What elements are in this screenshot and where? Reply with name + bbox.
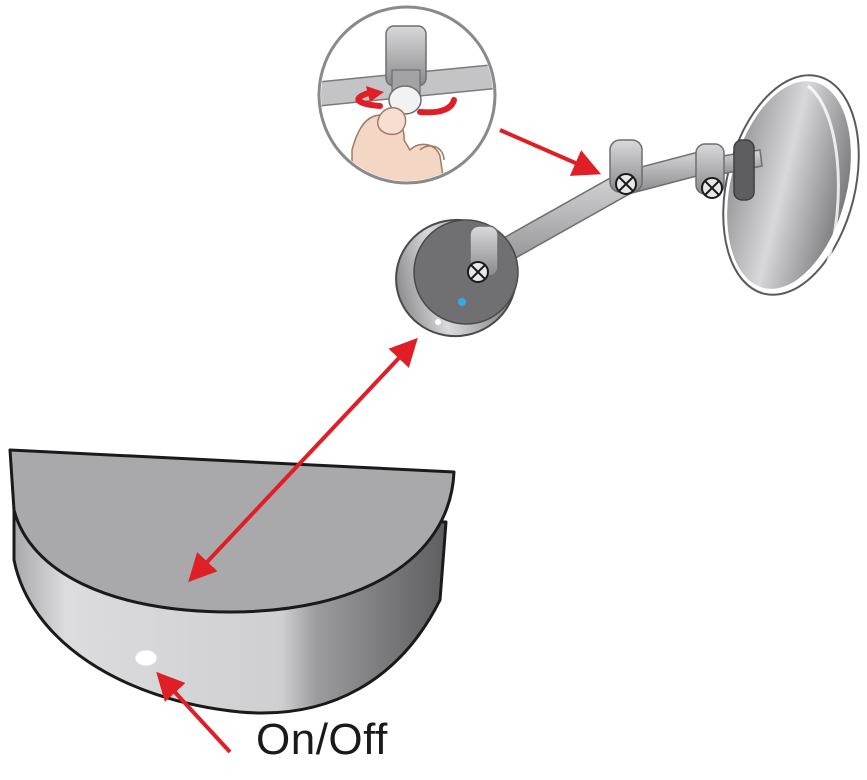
enlarged-base (8, 448, 456, 715)
middle-joint (609, 139, 643, 195)
callout-arrows (156, 128, 602, 754)
detail-inset (317, 5, 497, 185)
rotation-arrow-icon (355, 86, 457, 116)
cross-screw-icon (701, 177, 723, 199)
on-off-button[interactable] (134, 649, 158, 667)
upper-joint (695, 143, 725, 199)
cross-screw-icon (467, 261, 489, 283)
power-button-small (435, 319, 441, 325)
cross-screw-icon (615, 173, 637, 195)
base-joint (467, 225, 499, 283)
mirror-assembly (395, 74, 860, 338)
arrow-base-link (188, 337, 418, 583)
mirror-head (722, 74, 860, 296)
on-off-label: On/Off (256, 715, 388, 764)
arrow-to-joint (499, 128, 602, 176)
wall-base (395, 218, 519, 338)
arrow-to-switch (156, 671, 232, 754)
indicator-light (458, 298, 466, 306)
